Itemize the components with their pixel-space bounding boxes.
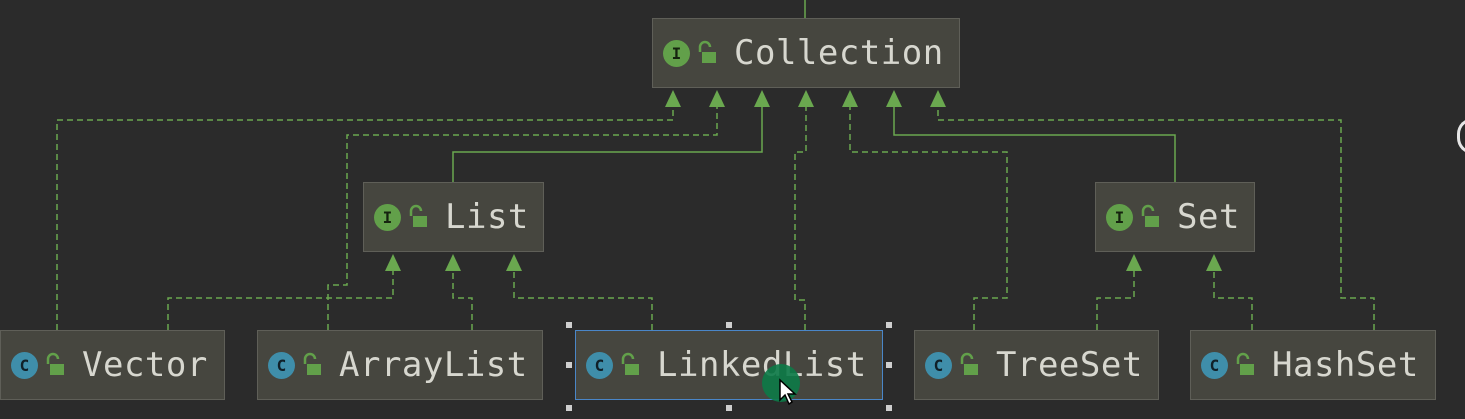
arrowhead [506, 254, 522, 271]
node-label: Vector [82, 345, 208, 385]
selection-handle[interactable] [886, 322, 892, 328]
node-hashset[interactable]: C HashSet [1190, 330, 1436, 400]
node-list[interactable]: I List [363, 182, 544, 252]
selection-handle[interactable] [566, 405, 572, 411]
unlock-icon [409, 204, 427, 227]
unlock-icon [46, 352, 64, 375]
mouse-pointer-icon [779, 378, 797, 406]
selection-handle[interactable] [726, 405, 732, 411]
interface-badge-icon: I [1106, 203, 1133, 231]
arrowhead [842, 90, 858, 107]
class-badge-icon: C [11, 351, 38, 379]
node-label: Set [1177, 197, 1240, 237]
unlock-icon [1141, 204, 1159, 227]
selection-handle[interactable] [886, 362, 892, 368]
node-treeset[interactable]: C TreeSet [914, 330, 1159, 400]
node-arraylist[interactable]: C ArrayList [257, 330, 543, 400]
arrowhead [754, 90, 770, 107]
edge-hashset-collection [937, 100, 1375, 330]
arrowhead [798, 90, 814, 107]
interface-badge-icon: I [374, 203, 401, 231]
arrowhead [665, 90, 681, 107]
selection-handle[interactable] [886, 405, 892, 411]
arrowhead [886, 90, 902, 107]
node-label: TreeSet [996, 345, 1143, 385]
edge-vector-collection [56, 100, 674, 330]
node-label: ArrayList [339, 345, 528, 385]
edge-hashset-set [1213, 266, 1253, 330]
unlock-icon [698, 40, 716, 63]
arrowhead [1126, 254, 1142, 271]
edge-list-collection [452, 100, 763, 182]
edge-vector-list [167, 266, 394, 330]
node-label: HashSet [1272, 345, 1419, 385]
class-badge-icon: C [1201, 351, 1228, 379]
edge-arraylist-list [452, 266, 473, 330]
edge-set-collection [893, 100, 1176, 182]
selection-handle[interactable] [566, 322, 572, 328]
selection-handle[interactable] [566, 362, 572, 368]
arrowhead [709, 90, 725, 107]
arrowhead [930, 90, 946, 107]
class-badge-icon: C [586, 351, 613, 379]
edge-linkedlist-collection [794, 100, 807, 330]
interface-badge-icon: I [663, 39, 690, 67]
unlock-icon [621, 352, 639, 375]
unlock-icon [303, 352, 321, 375]
arrowhead [1206, 254, 1222, 271]
node-collection[interactable]: I Collection [652, 18, 960, 88]
arrowhead [385, 254, 401, 271]
edge-treeset-set [1096, 266, 1135, 330]
class-badge-icon: C [925, 351, 952, 379]
node-vector[interactable]: C Vector [0, 330, 225, 400]
edge-linkedlist-list [513, 266, 653, 330]
unlock-icon [1236, 352, 1254, 375]
node-label: LinkedList [657, 345, 867, 385]
arrowhead [445, 254, 461, 271]
node-set[interactable]: I Set [1095, 182, 1255, 252]
node-linkedlist[interactable]: C LinkedList [575, 330, 883, 400]
node-label: Collection [734, 33, 944, 73]
selection-handle[interactable] [726, 322, 732, 328]
class-badge-icon: C [268, 351, 295, 379]
node-label: List [445, 197, 529, 237]
unlock-icon [960, 352, 978, 375]
